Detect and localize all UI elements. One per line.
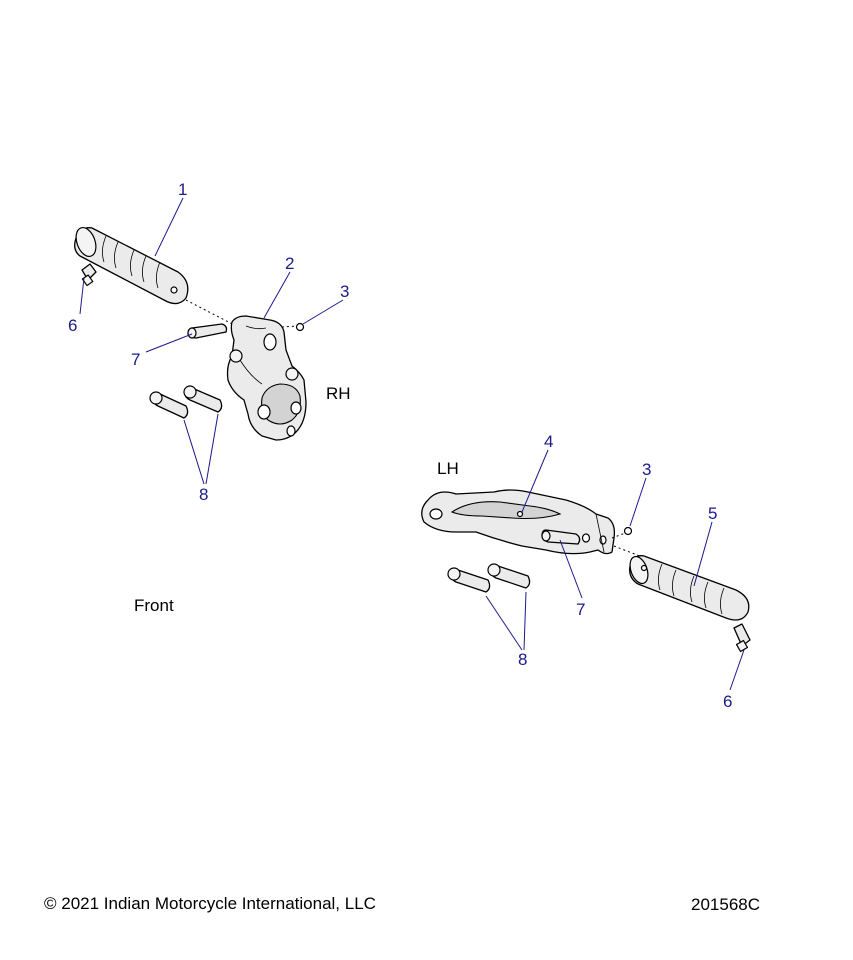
rh-label: RH — [326, 384, 351, 403]
callout-3-rh: 3 — [340, 282, 349, 301]
lh-footpeg — [629, 555, 750, 621]
rh-assembly — [74, 226, 307, 441]
callout-8-lh: 8 — [518, 650, 527, 669]
callout-7-lh: 7 — [576, 600, 585, 619]
callout-6-lh: 6 — [723, 692, 732, 711]
callout-4: 4 — [544, 432, 553, 451]
rh-pivot-pin — [187, 323, 228, 339]
rh-retaining-clip — [295, 322, 305, 332]
lh-mounting-bolt — [487, 563, 531, 589]
rh-callout-leaders — [79, 197, 344, 485]
rh-mounting-bolt — [183, 385, 223, 413]
lh-assembly — [421, 489, 751, 653]
callout-1: 1 — [178, 180, 187, 199]
callout-8-rh: 8 — [199, 485, 208, 504]
lh-footpeg-bracket — [421, 489, 616, 555]
lh-callout-leaders — [485, 449, 745, 691]
rh-grease-fitting — [81, 263, 97, 287]
lh-label: LH — [437, 459, 459, 478]
front-label: Front — [134, 596, 174, 615]
callout-3-lh: 3 — [642, 460, 651, 479]
rh-footpeg-bracket — [226, 315, 307, 441]
lh-retaining-clip — [623, 526, 633, 536]
lh-mounting-bolt — [447, 567, 491, 593]
rh-footpeg — [74, 226, 189, 305]
copyright-notice: © 2021 Indian Motorcycle International, … — [44, 894, 376, 913]
callout-2: 2 — [285, 254, 294, 273]
lh-grease-fitting — [733, 623, 751, 653]
callout-6-rh: 6 — [68, 316, 77, 335]
lh-pivot-pin — [541, 529, 581, 545]
callout-numbers: 1 2 3 6 7 8 4 3 5 7 8 6 — [68, 180, 732, 711]
diagram-part-number: 201568C — [691, 895, 760, 914]
callout-5: 5 — [708, 504, 717, 523]
rh-mounting-bolt — [149, 391, 189, 419]
callout-7-rh: 7 — [131, 350, 140, 369]
